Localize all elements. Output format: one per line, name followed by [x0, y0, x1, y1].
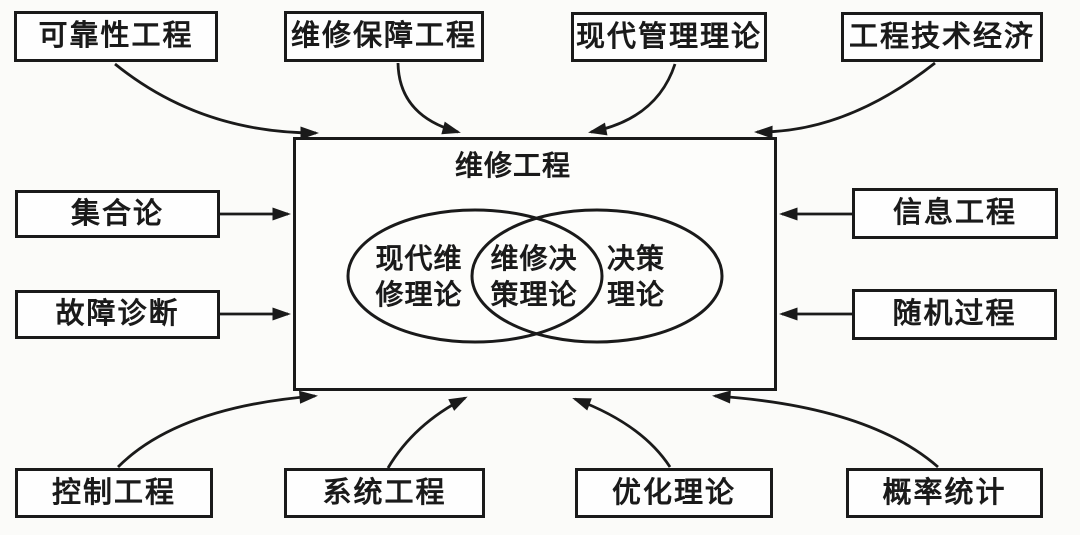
- venn-label-line: 决策: [606, 244, 665, 275]
- venn-label-line: 现代维: [375, 244, 463, 275]
- venn-label-line: 修理论: [375, 280, 463, 311]
- node-systems-engineering: 系统工程: [284, 468, 485, 518]
- node-probability-statistics: 概率统计: [846, 468, 1043, 518]
- node-modern-management-theory: 现代管理理论: [571, 12, 767, 62]
- center-title-maintenance-engineering: 维修工程: [454, 151, 571, 182]
- arrow-from-maintenance-support-engineering: [396, 62, 461, 135]
- venn-label-line: 维修决: [490, 244, 578, 275]
- arrow-from-systems-engineering: [386, 396, 468, 469]
- node-information-engineering: 信息工程: [852, 188, 1058, 239]
- venn-label-modern-maintenance-theory: 现代维 修理论: [339, 242, 499, 314]
- arrow-from-modern-management-theory: [588, 63, 677, 136]
- node-fault-diagnosis: 故障诊断: [15, 290, 220, 339]
- arrow-from-control-engineering: [117, 390, 318, 468]
- center-box-maintenance-engineering: [293, 137, 777, 391]
- node-stochastic-process: 随机过程: [852, 289, 1057, 340]
- venn-label-decision-theory: 决策 理论: [566, 242, 706, 314]
- venn-left-ellipse: [346, 208, 604, 344]
- node-control-engineering: 控制工程: [15, 468, 213, 518]
- venn-right-ellipse: [470, 208, 724, 344]
- arrow-from-optimization-theory: [572, 397, 672, 468]
- node-reliability-engineering: 可靠性工程: [14, 11, 218, 62]
- arrow-from-reliability-engineering: [114, 62, 319, 140]
- node-engineering-technology-economics: 工程技术经济: [841, 12, 1043, 62]
- arrow-from-engineering-technology-economics: [754, 61, 936, 139]
- arrow-from-probability-statistics: [712, 390, 939, 469]
- venn-label-line: 理论: [606, 280, 665, 311]
- node-set-theory: 集合论: [15, 190, 220, 238]
- venn-label-maintenance-decision-theory: 维修决 策理论: [454, 242, 614, 314]
- node-optimization-theory: 优化理论: [575, 468, 773, 518]
- node-maintenance-support-engineering: 维修保障工程: [284, 11, 484, 62]
- venn-label-line: 策理论: [490, 280, 578, 311]
